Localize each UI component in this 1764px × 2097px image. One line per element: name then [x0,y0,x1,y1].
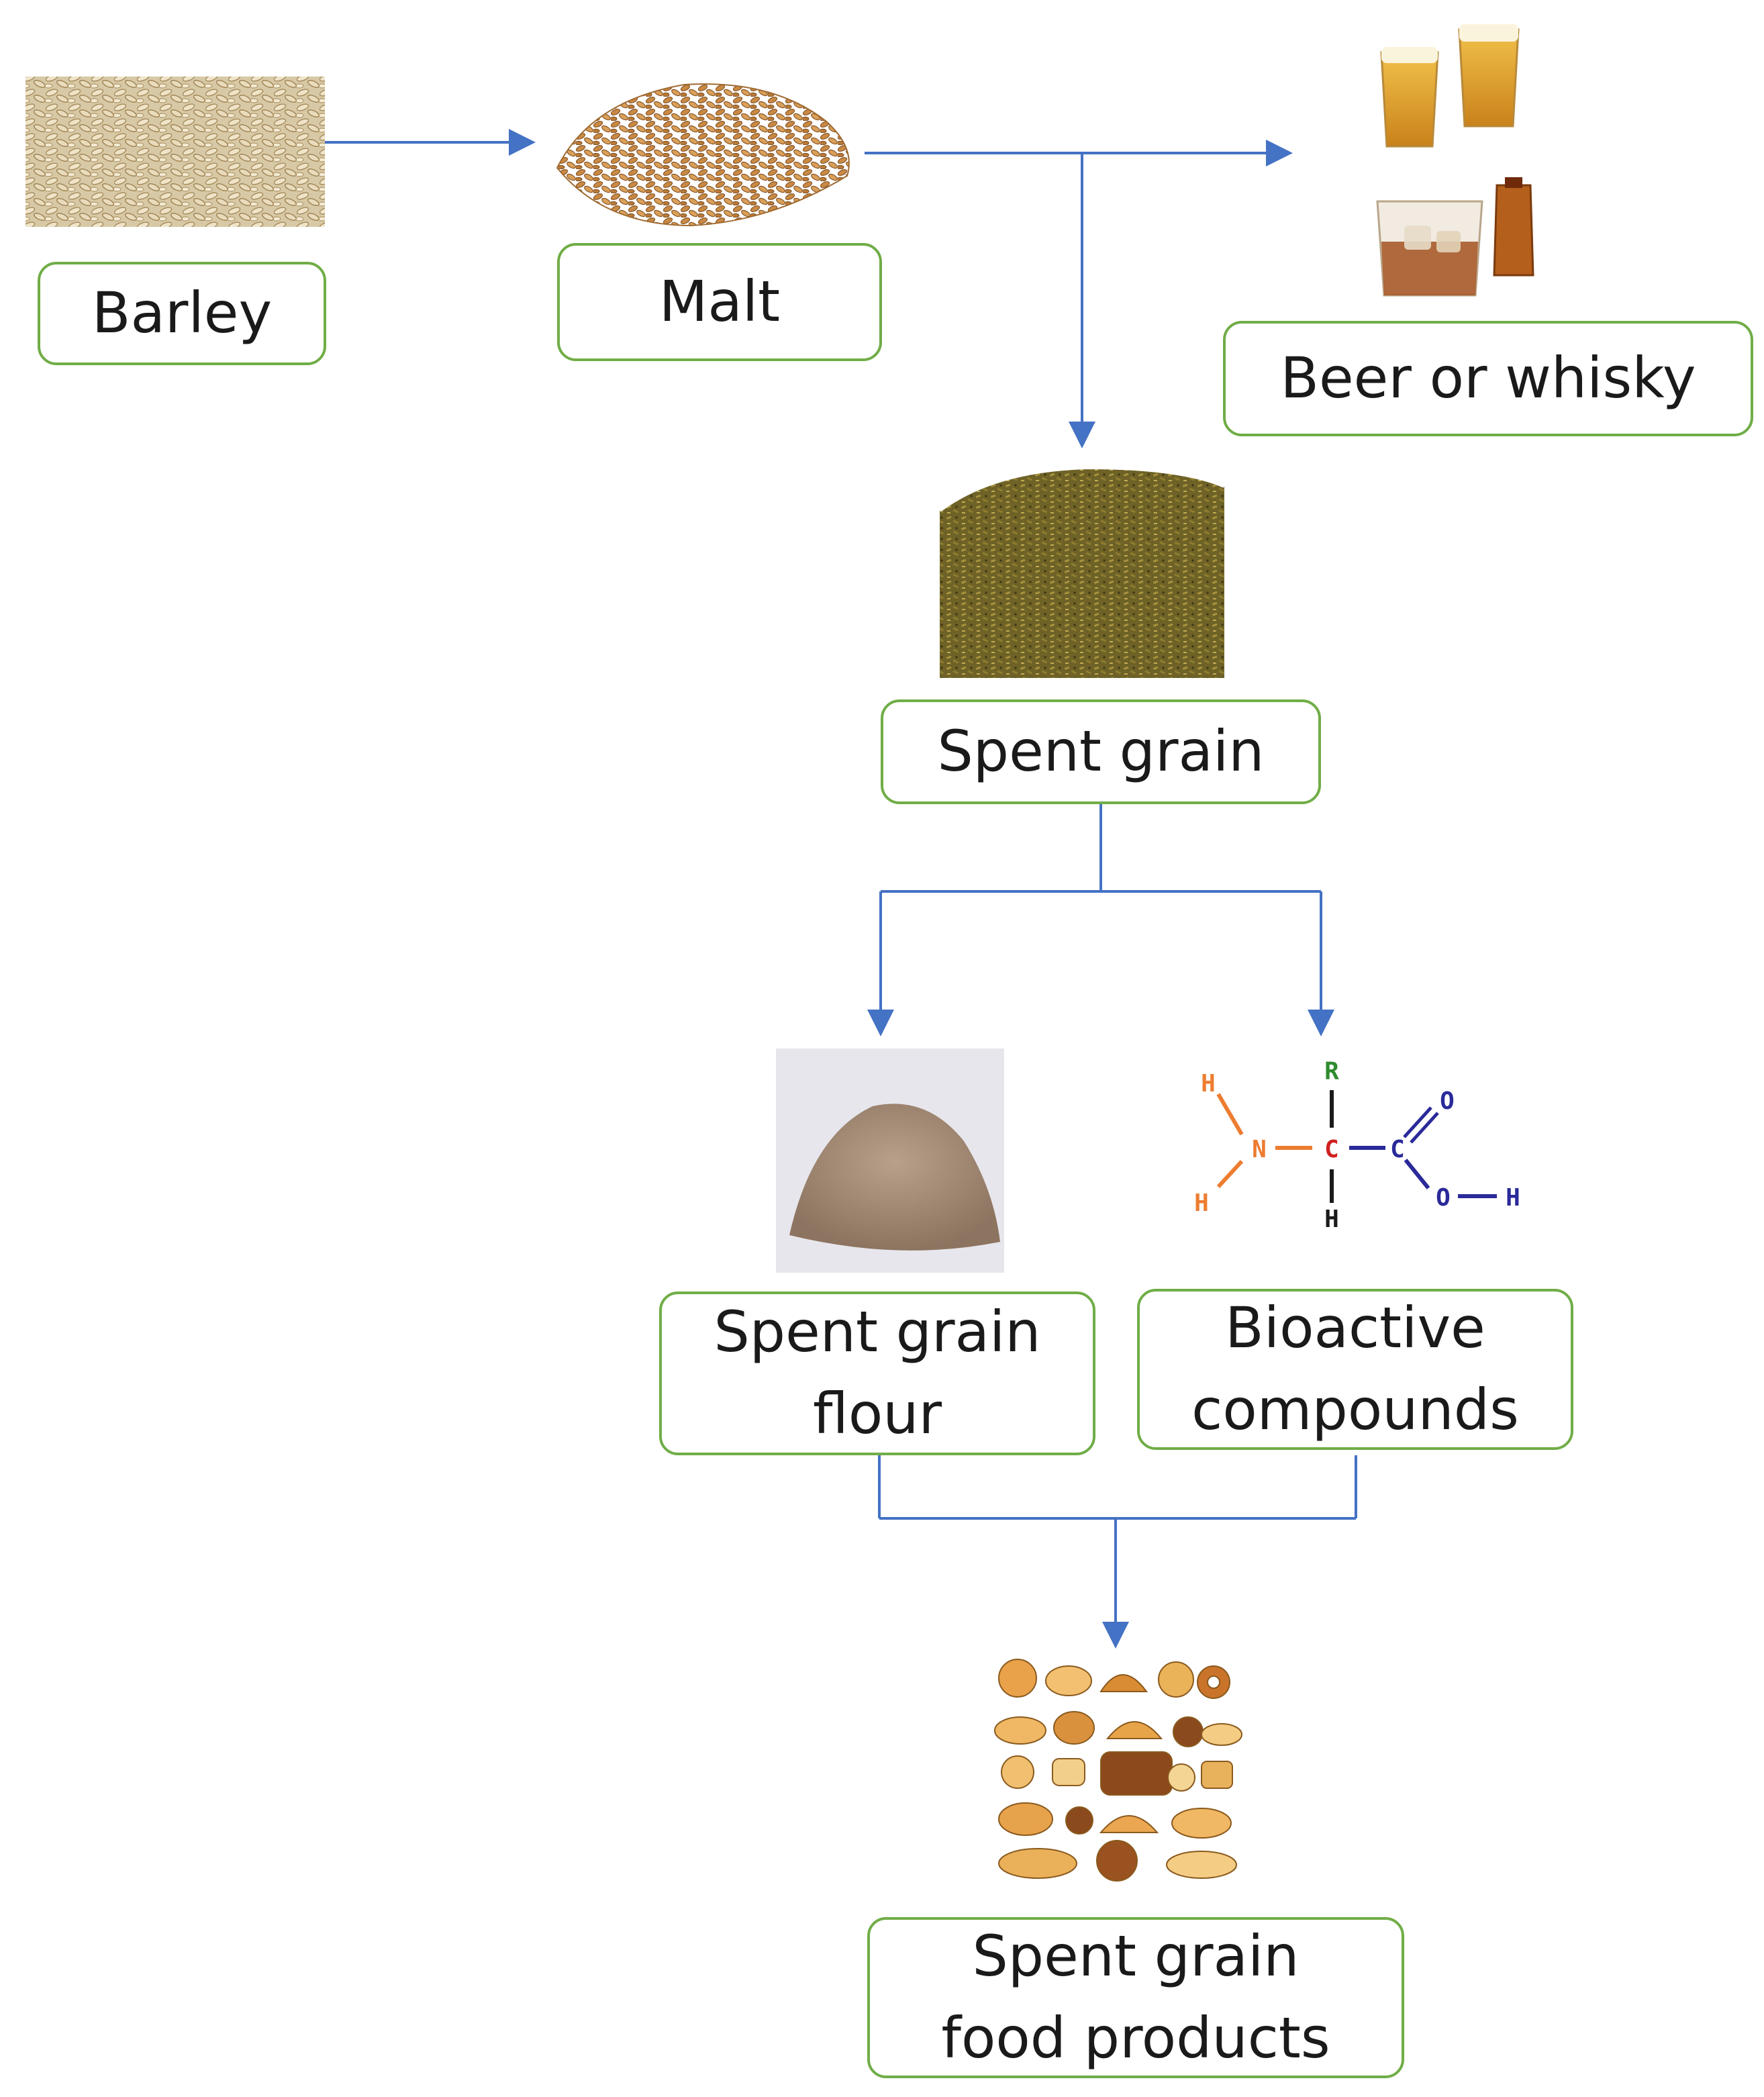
carboxyl-carbon-label: C [1390,1136,1405,1163]
barley-node: Barley [38,262,326,365]
double-oxygen-label: O [1440,1087,1455,1115]
whisky-glass-image [1376,177,1534,297]
alpha-carbon-label: C [1324,1136,1339,1163]
spent-grain-label: Spent grain [937,718,1265,785]
amine-h-bottom-label: H [1194,1189,1209,1217]
alpha-h-label: H [1324,1206,1339,1233]
malt-label: Malt [658,269,781,335]
hydroxyl-h-label: H [1506,1184,1520,1212]
amino-acid-structure: R C N C O O H H H H [1194,1058,1520,1233]
beer-whisky-label: Beer or whisky [1280,345,1696,411]
amine-h-top-label: H [1201,1070,1216,1098]
flour-pile-image [776,1048,1004,1273]
spent-grain-node: Spent grain [881,699,1321,804]
malt-pile-image [556,83,850,227]
bakery-products-image [994,1659,1242,1882]
bioactive-compounds-node: Bioactive compounds [1137,1289,1573,1450]
barley-grains-image [26,77,325,227]
food-products-label: Spent grain food products [941,1923,1330,2071]
r-group-label: R [1324,1058,1339,1085]
spent-grain-flour-label: Spent grain flour [714,1299,1041,1447]
spent-grain-pile-image [938,465,1226,678]
malt-node: Malt [557,243,882,361]
barley-label: Barley [91,280,273,346]
nitrogen-label: N [1252,1136,1267,1163]
beer-glasses-image [1380,24,1520,148]
food-products-node: Spent grain food products [867,1917,1404,2078]
hydroxyl-oxygen-label: O [1436,1184,1451,1212]
spent-grain-flour-node: Spent grain flour [659,1291,1095,1455]
beer-whisky-node: Beer or whisky [1223,321,1753,436]
bioactive-compounds-label: Bioactive compounds [1191,1295,1519,1443]
